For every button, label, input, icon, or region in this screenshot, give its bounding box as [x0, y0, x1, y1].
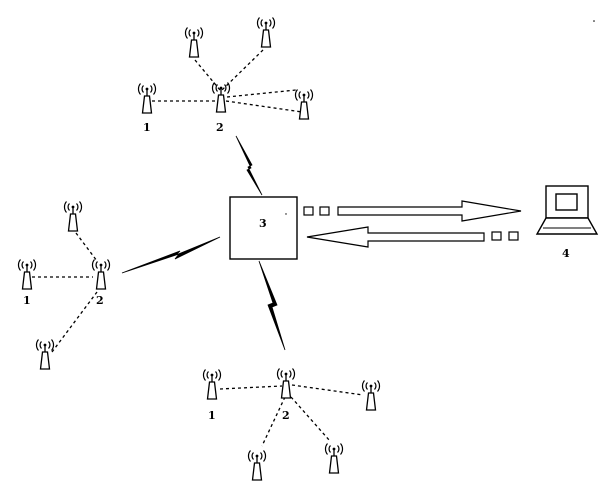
sensor-node-icon	[256, 16, 276, 48]
speck	[593, 20, 595, 22]
sensor-node-icon	[35, 338, 55, 370]
sensor-node-icon	[324, 442, 344, 474]
sensor-node-icon	[247, 449, 267, 481]
cluster-head-label: 2	[282, 409, 290, 422]
base-station: 3	[229, 196, 298, 260]
lightning-link-icon	[235, 135, 263, 196]
sensor-node-icon	[63, 200, 83, 232]
cluster-head-icon	[91, 258, 111, 290]
sensor-node-icon	[361, 379, 381, 411]
cluster-bottom: 1 2	[202, 367, 381, 481]
uplink-arrow	[303, 200, 522, 222]
sensor-node-icon	[202, 368, 222, 400]
speck	[285, 213, 287, 215]
laptop-icon	[535, 185, 599, 235]
wireless-links	[121, 135, 286, 351]
downlink-arrow	[306, 226, 519, 248]
base-station-label: 3	[259, 217, 267, 230]
lightning-link-icon	[121, 236, 221, 274]
cluster-head-label: 2	[96, 294, 104, 307]
terminal: 4	[535, 185, 599, 260]
cluster-links-top	[152, 49, 303, 113]
cluster-top: 1 2	[137, 16, 314, 134]
cluster-links-left	[32, 232, 98, 353]
sensor-node-label: 1	[23, 294, 31, 307]
cluster-left: 1 2	[17, 200, 111, 370]
terminal-label: 4	[562, 247, 570, 260]
sensor-node-label: 1	[143, 121, 151, 134]
sensor-node-icon	[294, 88, 314, 120]
sensor-node-icon	[184, 26, 204, 58]
cluster-head-label: 2	[216, 121, 224, 134]
cluster-head-icon	[276, 367, 296, 399]
sensor-node-label: 1	[208, 409, 216, 422]
lightning-link-icon	[258, 260, 286, 351]
cluster-head-icon	[211, 81, 231, 113]
sensor-node-icon	[137, 82, 157, 114]
cluster-links-bottom	[219, 384, 364, 447]
sensor-node-icon	[17, 258, 37, 290]
